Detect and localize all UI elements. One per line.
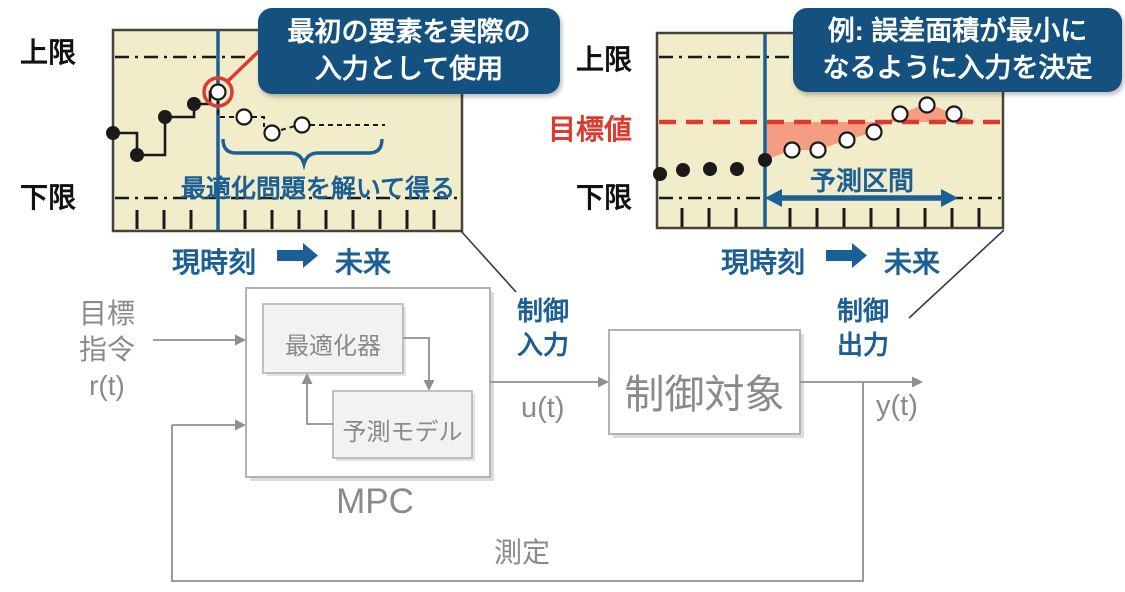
- optimization-brace: [221, 138, 384, 171]
- plant-label: 制御対象: [624, 373, 785, 417]
- past-input-dots: [106, 97, 201, 162]
- optimizer-label: 最適化器: [285, 333, 381, 360]
- prediction-horizon-arrow: [765, 189, 958, 207]
- output-axis-now-label: 現時刻: [720, 247, 805, 278]
- reference-command-line2: 指令: [78, 334, 135, 365]
- control-input-line1: 制御: [517, 296, 570, 326]
- signal-arrowheads: [235, 334, 923, 431]
- predicted-input-points: [209, 83, 311, 142]
- reference-command-signal: r(t): [89, 370, 125, 401]
- error-area-below-target: [765, 122, 886, 160]
- first-element-callout-line1: 最初の要素を実際の: [287, 17, 531, 47]
- input-upper-limit-label: 上限: [20, 37, 77, 68]
- output-axis-arrow-icon: [826, 243, 867, 268]
- control-output-signal-label: y(t): [876, 390, 918, 422]
- prediction-model-label: 予測モデル: [342, 419, 463, 446]
- mpc-label: MPC: [336, 482, 414, 521]
- signal-lines: [153, 337, 920, 582]
- control-output-line2: 出力: [837, 330, 890, 360]
- feedback-loop-line: [171, 382, 864, 582]
- input-chart-connector-line: [460, 230, 517, 293]
- output-axis-future-label: 未来: [883, 247, 940, 278]
- control-output-label: 制御 出力: [837, 294, 889, 362]
- input-axis-now-label: 現時刻: [171, 247, 256, 278]
- optimizer-to-model-line: [403, 337, 430, 387]
- predicted-output-points: [783, 96, 963, 159]
- error-area-callout-line1: 例: 誤差面積が最小に: [827, 16, 1088, 46]
- input-axis-arrow-icon: [277, 243, 318, 268]
- reference-command-line1: 目標: [78, 298, 135, 329]
- output-lower-limit-label: 下限: [576, 182, 633, 213]
- optimizer-box: [262, 303, 404, 374]
- control-output-line1: 制御: [837, 296, 890, 326]
- past-output-dots: [653, 153, 772, 181]
- input-axis-future-label: 未来: [334, 247, 391, 278]
- block-diagram: [153, 287, 923, 582]
- first-element-callout-line2: 入力として使用: [314, 54, 504, 84]
- first-element-highlight-circle: [202, 76, 234, 108]
- callout-pointer-line: [226, 49, 261, 83]
- output-chart-connector-line: [908, 229, 1005, 319]
- past-input-step-line: [113, 90, 214, 157]
- reference-command-label: 目標 指令 r(t): [75, 296, 139, 404]
- model-to-optimizer-line: [306, 377, 333, 425]
- measurement-label: 測定: [493, 537, 550, 568]
- target-value-label: 目標値: [548, 114, 633, 145]
- output-upper-limit-label: 上限: [576, 44, 633, 75]
- predicted-input-dashed-line: [217, 101, 385, 131]
- control-input-line2: 入力: [517, 330, 570, 360]
- first-element-callout: 最初の要素を実際の 入力として使用: [258, 8, 560, 94]
- prediction-horizon-label: 予測区間: [809, 166, 914, 196]
- output-axis-ticks: [680, 208, 981, 227]
- input-axis-ticks: [135, 210, 436, 229]
- optimization-brace-label: 最適化問題を解いて得る: [180, 175, 456, 203]
- input-lower-limit-label: 下限: [20, 182, 77, 213]
- error-area-callout-line2: なるように入力を決定: [822, 53, 1093, 83]
- error-area-callout: 例: 誤差面積が最小に なるように入力を決定: [793, 8, 1122, 92]
- control-input-label: 制御 入力: [517, 294, 569, 362]
- control-input-signal-label: u(t): [521, 392, 565, 424]
